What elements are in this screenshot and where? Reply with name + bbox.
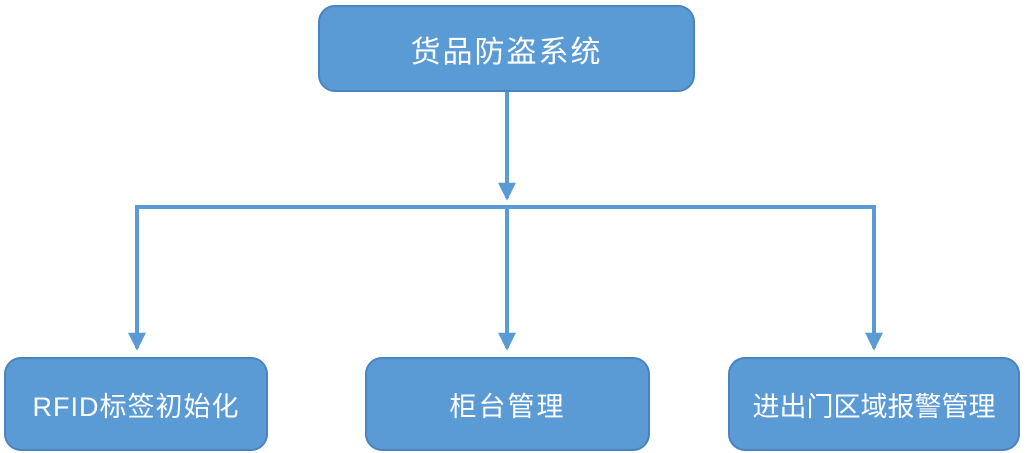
- node-entry-exit-area-alarm-management: 进出门区域报警管理: [728, 357, 1020, 451]
- node-anti-theft-system: 货品防盗系统: [318, 5, 695, 92]
- node-rfid-tag-initialization-label: RFID标签初始化: [32, 391, 240, 422]
- node-counter-management-label: 柜台管理: [449, 391, 566, 422]
- node-rfid-tag-initialization: RFID标签初始化: [4, 357, 268, 451]
- node-counter-management: 柜台管理: [365, 357, 650, 451]
- node-entry-exit-area-alarm-management-label: 进出门区域报警管理: [752, 391, 996, 422]
- node-anti-theft-system-label: 货品防盗系统: [410, 35, 603, 69]
